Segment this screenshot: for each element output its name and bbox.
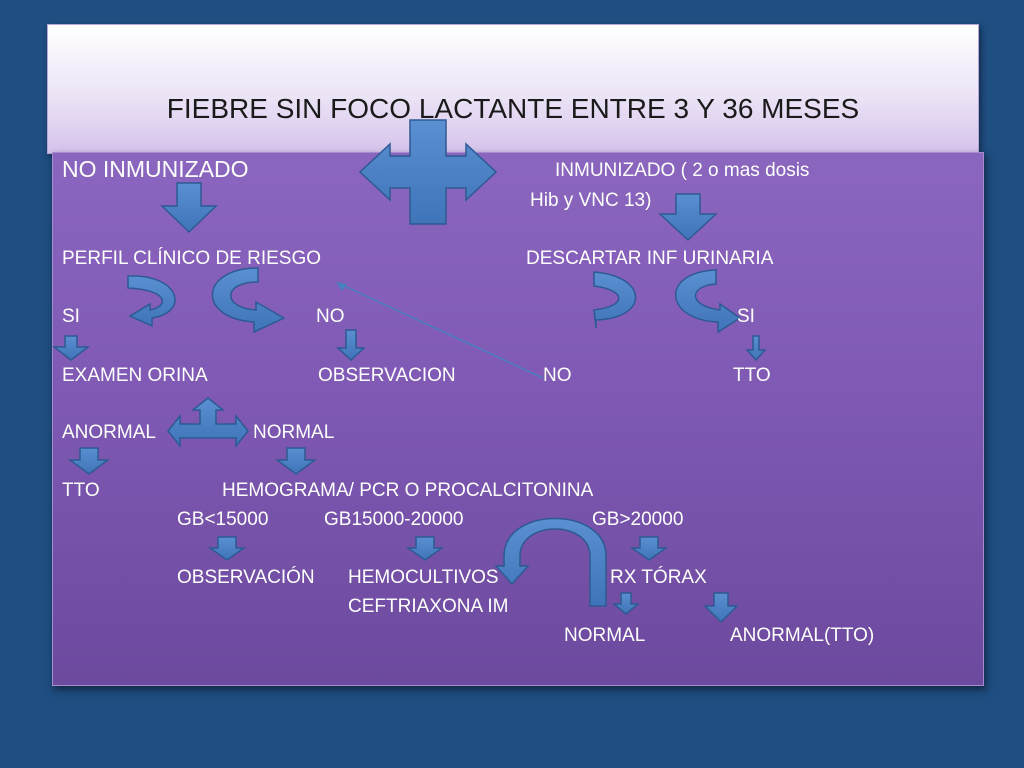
cross-arrow-icon: [358, 119, 498, 225]
gb-high-label: GB>20000: [592, 509, 684, 530]
down-arrow-icon: [67, 447, 111, 475]
gb-mid-label: GB15000-20000: [324, 509, 464, 530]
connector-line: [337, 282, 544, 379]
descartar-inf-label: DESCARTAR INF URINARIA: [526, 248, 774, 269]
gb-low-label: GB<15000: [177, 509, 269, 530]
tto-left-label: TTO: [62, 480, 100, 501]
down-arrow-icon: [611, 592, 641, 615]
down-arrow-icon: [703, 592, 739, 624]
curved-arrow-icon: [675, 269, 742, 334]
down-arrow-icon: [405, 536, 445, 561]
hemocultivos-label: HEMOCULTIVOS: [348, 567, 499, 588]
hemograma-label: HEMOGRAMA/ PCR O PROCALCITONINA: [222, 480, 594, 501]
down-arrow-icon: [51, 335, 91, 361]
curved-arrow-icon: [593, 271, 637, 329]
rx-anormal-label: ANORMAL(TTO): [730, 625, 875, 646]
slide-title: FIEBRE SIN FOCO LACTANTE ENTRE 3 Y 36 ME…: [166, 93, 860, 124]
no-left-label: NO: [316, 306, 345, 327]
curved-arrow-icon: [211, 267, 286, 334]
down-arrow-icon: [274, 447, 318, 475]
observacion-label: OBSERVACION: [318, 365, 456, 386]
no-inmunizado-label: NO INMUNIZADO: [62, 156, 249, 182]
bidirectional-arrow-icon: [167, 397, 249, 449]
down-arrow-icon: [207, 536, 247, 561]
title-box: FIEBRE SIN FOCO LACTANTE ENTRE 3 Y 36 ME…: [47, 24, 979, 154]
u-turn-arrow-icon: [494, 517, 607, 607]
down-arrow-icon: [160, 182, 218, 234]
down-arrow-icon: [658, 193, 718, 242]
perfil-clinico-label: PERFIL CLÍNICO DE RIESGO: [62, 248, 322, 269]
curved-arrow-icon: [127, 275, 176, 328]
down-arrow-icon: [629, 536, 669, 561]
ceftriaxona-label: CEFTRIAXONA IM: [348, 596, 509, 617]
down-arrow-icon: [336, 329, 366, 362]
rx-torax-label: RX TÓRAX: [610, 567, 707, 588]
examen-orina-label: EXAMEN ORINA: [62, 365, 208, 386]
si-right-label: SI: [737, 306, 755, 327]
observacion-gb-label: OBSERVACIÓN: [177, 567, 315, 588]
anormal-label: ANORMAL: [62, 422, 156, 443]
tto-right-label: TTO: [733, 365, 771, 386]
no-right-label: NO: [543, 365, 572, 386]
rx-normal-label: NORMAL: [564, 625, 646, 646]
si-left-label: SI: [62, 306, 80, 327]
inmunizado-label-cont: Hib y VNC 13): [530, 190, 652, 211]
normal-label: NORMAL: [253, 422, 335, 443]
connector-arrowhead: [336, 282, 347, 291]
inmunizado-label: INMUNIZADO ( 2 o mas dosis: [555, 160, 810, 181]
down-arrow-icon: [745, 335, 767, 362]
